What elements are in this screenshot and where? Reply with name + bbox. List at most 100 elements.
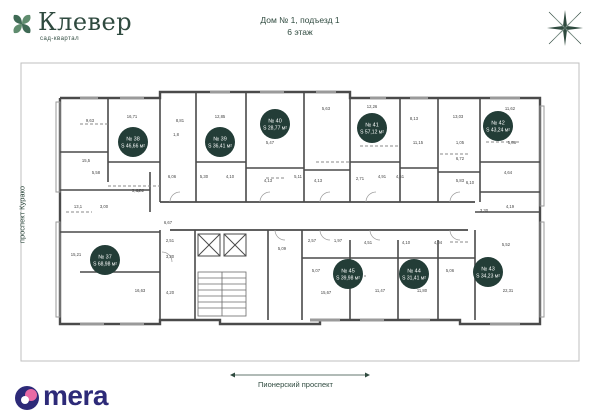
room-area-label: 5,07 bbox=[312, 268, 321, 273]
door-swings bbox=[161, 191, 461, 263]
room-area-label: 5,58 bbox=[92, 170, 101, 175]
apartment-badge-circle bbox=[333, 259, 363, 289]
apartment-area: S 57,12 м² bbox=[360, 130, 384, 136]
apartment-area: S 46,66 м² bbox=[121, 144, 145, 150]
floor-plan: 9,6316,718,8112,8516,405,6312,268,1313,0… bbox=[20, 62, 580, 362]
street-kurako: проспект Курако bbox=[17, 185, 27, 244]
room-area-label: 5,63 bbox=[322, 106, 331, 111]
room-area-label: 13,1 bbox=[74, 204, 83, 209]
apartment-badge[interactable]: № 43S 34,23 м² bbox=[473, 257, 503, 287]
room-area-label: 8,13 bbox=[410, 116, 419, 121]
apartment-badge[interactable]: № 45S 39,98 м² bbox=[333, 259, 363, 289]
room-area-label: 11,47 bbox=[375, 288, 386, 293]
room-area-label: 4,10 bbox=[402, 240, 411, 245]
room-area-label: 6,72 bbox=[456, 156, 465, 161]
apartment-number: № 43 bbox=[481, 267, 495, 273]
room-area-label: 5,06 bbox=[446, 268, 455, 273]
room-area-label: 2,71 bbox=[356, 176, 365, 181]
building-info: Дом № 1, подъезд 1 6 этаж bbox=[220, 14, 380, 38]
apartment-badge[interactable]: № 41S 57,12 м² bbox=[357, 113, 387, 143]
room-area-label: 16,71 bbox=[127, 114, 138, 119]
apartment-number: № 45 bbox=[341, 269, 355, 275]
apartment-area: S 31,41 м² bbox=[402, 276, 426, 282]
room-area-label: 16,63 bbox=[135, 288, 146, 293]
room-area-label: 5,52 bbox=[502, 242, 511, 247]
apartment-badge[interactable]: № 38S 46,66 м² bbox=[118, 127, 148, 157]
room-area-label: 5,47 bbox=[266, 140, 275, 145]
room-area-label: 4,04 bbox=[434, 240, 443, 245]
room-area-label: 5,86 bbox=[508, 140, 517, 145]
room-area-label: 4,91 bbox=[378, 174, 387, 179]
room-area-label: 4,20 bbox=[166, 290, 175, 295]
room-area-label: 3,30 bbox=[480, 208, 489, 213]
balconies bbox=[55, 101, 545, 318]
apartment-area: S 34,23 м² bbox=[476, 274, 500, 280]
room-area-label: 11,15 bbox=[413, 140, 424, 145]
brand-name: Клевер bbox=[38, 8, 133, 36]
mera-mark-icon bbox=[15, 386, 39, 410]
room-area-label: 4,13 bbox=[314, 178, 323, 183]
apartment-badges: № 38S 46,66 м² № 39S 36,41 м² № 40S 28,77 … bbox=[90, 109, 513, 289]
apartment-badge[interactable]: № 37S 68,98 м² bbox=[90, 245, 120, 275]
room-area-label: 6,67 bbox=[164, 220, 173, 225]
room-area-label: 5,30 bbox=[200, 174, 209, 179]
apartment-number: № 37 bbox=[98, 255, 112, 261]
room-area-label: 4,19 bbox=[506, 204, 515, 209]
apartment-number: № 38 bbox=[126, 137, 140, 143]
room-area-label: 4,13 bbox=[264, 178, 273, 183]
apartment-badge-circle bbox=[90, 245, 120, 275]
room-area-label: 5,83 bbox=[456, 178, 465, 183]
room-area-label: 12,26 bbox=[367, 104, 378, 109]
room-area-label: 4,64 bbox=[504, 170, 513, 175]
room-area-label: 6,10 bbox=[466, 180, 475, 185]
apartment-area: S 39,98 м² bbox=[336, 276, 360, 282]
apartment-badge-circle bbox=[483, 111, 513, 141]
room-area-label: 11,62 bbox=[505, 106, 516, 111]
apartment-badge-circle bbox=[399, 259, 429, 289]
staircase bbox=[197, 271, 247, 317]
room-area-label: 13,03 bbox=[453, 114, 464, 119]
room-area-label: 2,51 bbox=[166, 238, 175, 243]
room-area-label: 1,97 bbox=[334, 238, 343, 243]
room-area-label: 3,44 bbox=[132, 188, 141, 193]
street-arrow-icon bbox=[230, 372, 370, 378]
compass-icon bbox=[547, 10, 583, 46]
room-area-label: 1,8 bbox=[173, 132, 179, 137]
room-area-label: 4,51 bbox=[396, 174, 405, 179]
apartment-area: S 36,41 м² bbox=[208, 144, 232, 150]
brand-subtitle: сад-квартал bbox=[40, 36, 80, 42]
apartment-number: № 44 bbox=[407, 269, 421, 275]
room-area-label: 4,10 bbox=[226, 174, 235, 179]
apartment-number: № 40 bbox=[268, 119, 282, 125]
corridor bbox=[160, 201, 475, 231]
klever-logo: Клевер сад-квартал bbox=[10, 8, 140, 44]
room-area-label: 8,81 bbox=[176, 118, 185, 123]
room-area-label: 4,51 bbox=[364, 240, 373, 245]
apartment-badge-circle bbox=[473, 257, 503, 287]
apartment-badge-circle bbox=[357, 113, 387, 143]
building-walls bbox=[58, 90, 542, 326]
room-area-labels: 9,6316,718,8112,8516,405,6312,268,1313,0… bbox=[71, 104, 517, 295]
room-area-label: 15,67 bbox=[321, 290, 332, 295]
apartment-badge[interactable]: № 40S 28,77 м² bbox=[260, 109, 290, 139]
room-area-label: 6,06 bbox=[168, 174, 177, 179]
apartment-badge[interactable]: № 42S 43,24 м² bbox=[483, 111, 513, 141]
apartment-number: № 41 bbox=[365, 123, 379, 129]
apartment-badge[interactable]: № 39S 36,41 м² bbox=[205, 127, 235, 157]
room-area-label: 22,31 bbox=[503, 288, 514, 293]
room-area-label: 3,00 bbox=[100, 204, 109, 209]
clover-leaf-icon bbox=[13, 14, 31, 34]
room-area-label: 15,5 bbox=[82, 158, 91, 163]
room-area-label: 4,62 bbox=[136, 188, 145, 193]
apartment-badge-circle bbox=[205, 127, 235, 157]
apartment-badge-circle bbox=[260, 109, 290, 139]
room-area-label: 5,11 bbox=[294, 174, 303, 179]
apartment-area: S 43,24 м² bbox=[486, 128, 510, 134]
apartment-area: S 68,98 м² bbox=[93, 262, 117, 268]
room-area-label: 3,30 bbox=[166, 254, 175, 259]
room-area-label: 2,57 bbox=[308, 238, 317, 243]
apartment-number: № 42 bbox=[491, 121, 505, 127]
apartment-badge[interactable]: № 44S 31,41 м² bbox=[399, 259, 429, 289]
apartment-area: S 28,77 м² bbox=[263, 126, 287, 132]
apartment-badge-circle bbox=[118, 127, 148, 157]
